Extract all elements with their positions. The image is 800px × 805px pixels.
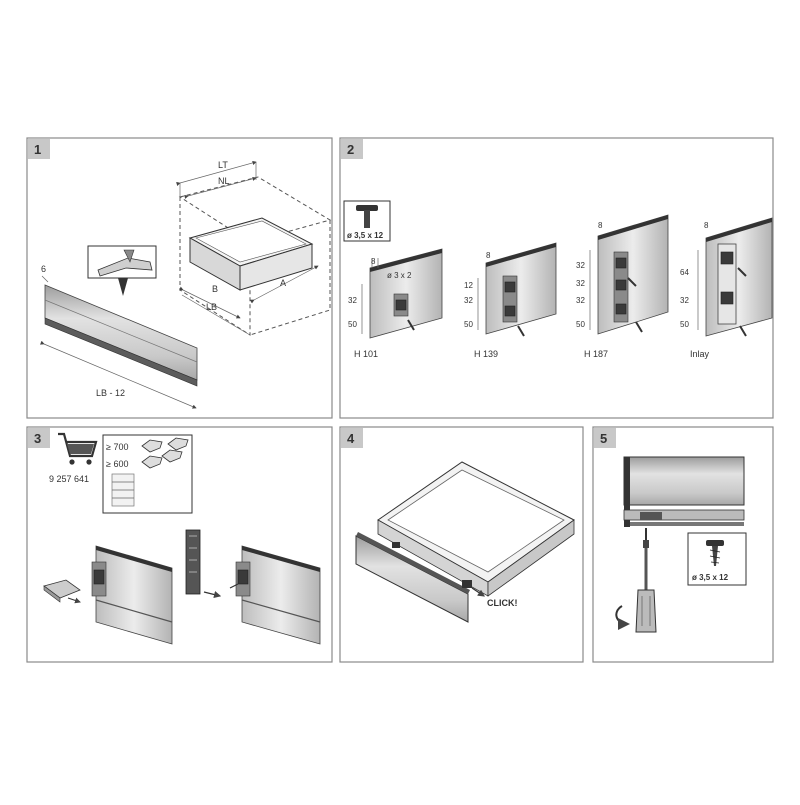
drawer-front [355,535,469,623]
size-600-label: ≥ 600 [106,459,128,469]
panel-step-5: 5 ø 3,5 x 12 [592,426,774,663]
step-badge [28,139,50,159]
panel-step-2: 2 ø 3,5 x 12 8 ø 3 x 2 32 50 H 101 [339,137,774,419]
dim-lb12-line [39,340,197,409]
step-number: 2 [347,142,354,157]
detail-callout [87,245,157,296]
screw-spec-box: ø 3,5 x 12 [687,532,747,586]
variant-dim-3: 50 [680,320,689,329]
screw-icon [356,205,378,211]
step-badge [28,428,50,448]
clip-assembly-left [43,545,173,645]
variant-dim-2: 32 [576,279,585,288]
variant-name: Inlay [690,349,710,359]
variant-dim-1: 32 [348,296,357,305]
shopping-cart-icon [58,432,98,465]
screwdriver-icon [615,528,657,633]
variant-inlay: 8 64 32 50 Inlay [680,217,773,359]
variant-top-dim: 8 [486,251,491,260]
variant-h187: 8 32 32 32 50 H 187 [576,214,669,359]
dim-b-label: B [212,284,218,294]
dim-lb-label: LB [206,302,217,312]
click-label: CLICK! [487,598,518,608]
variant-dim-2: 32 [680,296,689,305]
variant-h101: 8 ø 3 x 2 32 50 H 101 [348,248,443,359]
variant-name: H 101 [354,349,378,359]
dim-lt-label: LT [218,160,228,170]
drawer-side-view [623,456,745,527]
dim-nl-label: NL [218,176,230,186]
variant-dim-1: 12 [464,281,473,290]
variant-name: H 139 [474,349,498,359]
screw-spec-label: ø 3,5 x 12 [692,573,729,582]
variant-dim-1: 64 [680,268,689,277]
variant-hole-label: ø 3 x 2 [387,271,412,280]
variant-dim-2: 50 [348,320,357,329]
variant-top-dim: 8 [598,221,603,230]
variant-top-dim: 8 [371,257,376,266]
variant-dim-4: 50 [576,320,585,329]
variant-h139: 8 12 32 50 H 139 [464,242,557,359]
dim-a-label: A [280,278,286,288]
step-badge [341,139,363,159]
dim-6-label: 6 [41,264,46,274]
clip-icon [141,439,163,453]
variant-dim-1: 32 [576,261,585,270]
panel-step-3: 3 9 257 641 ≥ 700 ≥ 600 [26,426,333,663]
screw-spec-box: ø 3,5 x 12 [343,200,391,242]
variant-dim-3: 32 [576,296,585,305]
size-selector-box: ≥ 700 ≥ 600 [102,434,193,514]
step-number: 3 [34,431,41,446]
clip-assembly-right [229,545,321,645]
step-badge [341,428,363,448]
vertical-rail [185,529,222,599]
clip-icon [167,437,189,451]
variant-dim-3: 50 [464,320,473,329]
article-number: 9 257 641 [49,474,89,484]
step-badge [594,428,616,448]
variant-top-dim: 8 [704,221,709,230]
dim-lb12-label: LB - 12 [96,388,125,398]
size-700-label: ≥ 700 [106,442,128,452]
assembled-drawer [355,461,575,623]
screw-spec-label: ø 3,5 x 12 [347,231,384,240]
dimension-lines [176,160,319,336]
variant-dim-2: 32 [464,296,473,305]
panel-step-4: 4 CLICK! [339,426,584,663]
panel-step-1: 1 LT NL B A LB [26,137,333,419]
step-number: 1 [34,142,41,157]
step-number: 5 [600,431,607,446]
screw-icon [706,540,724,546]
clip-icon [141,455,163,469]
variant-name: H 187 [584,349,608,359]
step-number: 4 [347,431,355,446]
clip-icon [161,449,183,463]
